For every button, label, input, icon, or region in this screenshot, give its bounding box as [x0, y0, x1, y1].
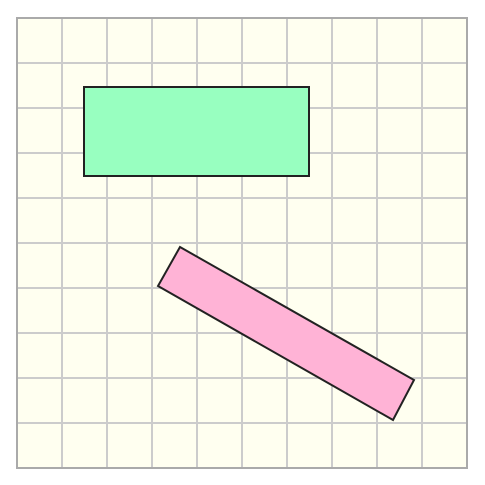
pink-rotated-rectangle[interactable] — [156, 245, 416, 422]
board-border — [16, 17, 468, 469]
green-rectangle[interactable] — [83, 86, 310, 177]
